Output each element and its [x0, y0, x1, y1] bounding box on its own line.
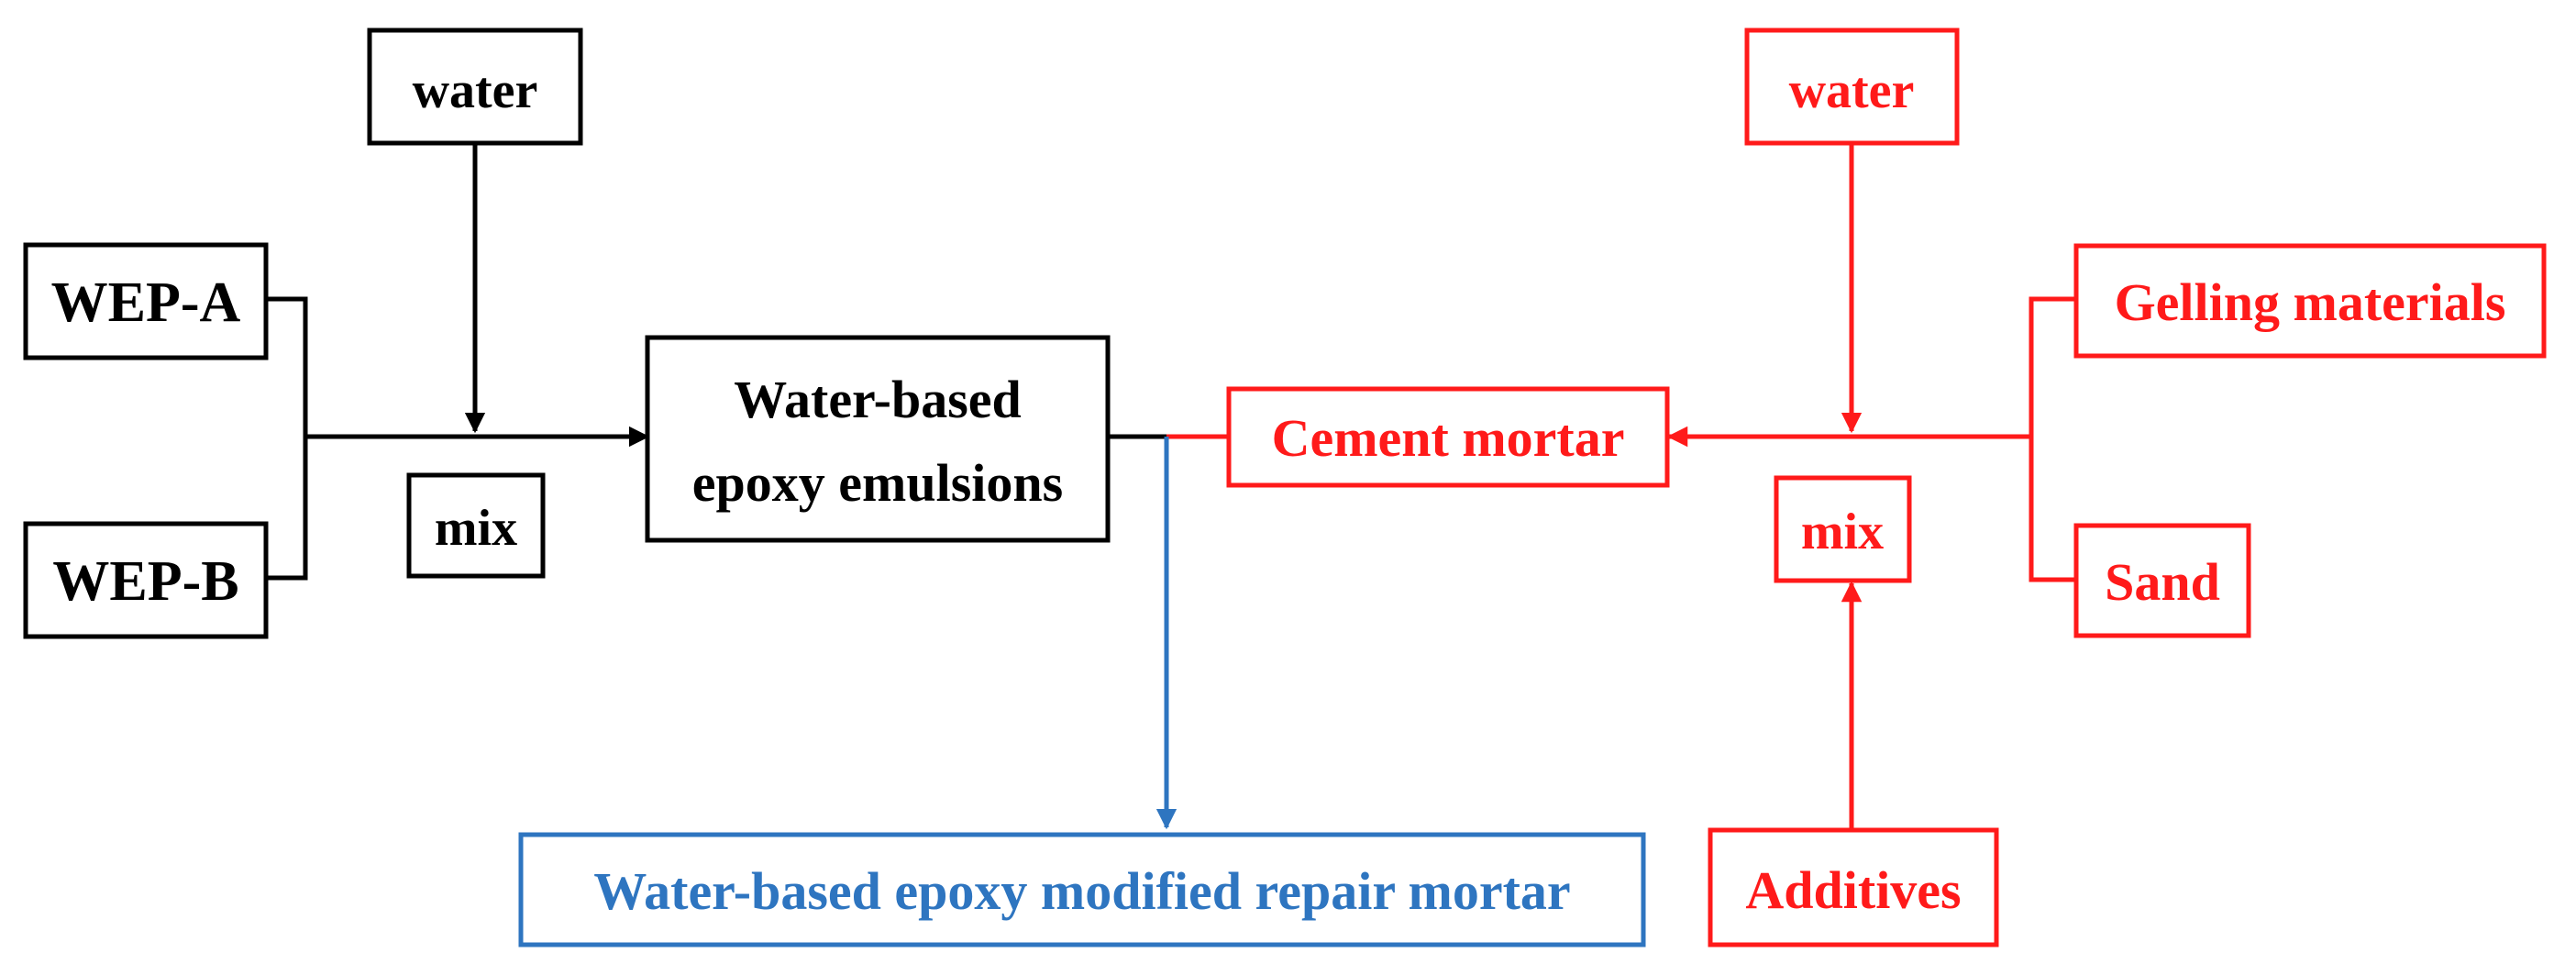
- box-wep-b: WEP-B: [23, 521, 269, 639]
- box-water-right: water: [1744, 28, 1960, 146]
- wep-b-label: WEP-B: [52, 550, 238, 613]
- box-wep-a: WEP-A: [23, 242, 269, 360]
- box-sand: Sand: [2073, 523, 2251, 638]
- water-right-label: water: [1789, 62, 1915, 119]
- box-cement-mortar: Cement mortar: [1226, 386, 1670, 488]
- wep-a-connector: [266, 296, 308, 581]
- box-mix-left: mix: [406, 472, 546, 579]
- sand-label: Sand: [2105, 552, 2220, 612]
- emulsion-label-line2: epoxy emulsions: [692, 453, 1063, 513]
- emulsion-label-line1: Water-based: [734, 370, 1022, 429]
- left-connectors: [266, 143, 1166, 581]
- wep-a-label: WEP-A: [51, 271, 241, 334]
- box-emulsion: Water-based epoxy emulsions: [645, 335, 1111, 543]
- box-repair-mortar: Water-based epoxy modified repair mortar: [518, 832, 1646, 947]
- gelling-sand-connector: [2029, 296, 2076, 582]
- mix-left-label: mix: [435, 500, 517, 557]
- additives-label: Additives: [1745, 860, 1961, 920]
- box-additives: Additives: [1708, 827, 1999, 947]
- box-mix-right: mix: [1774, 475, 1912, 583]
- right-connectors: [1166, 143, 2076, 828]
- box-gelling-materials: Gelling materials: [2073, 243, 2547, 359]
- cement-mortar-label: Cement mortar: [1272, 408, 1625, 468]
- repair-mortar-label: Water-based epoxy modified repair mortar: [593, 861, 1570, 921]
- gelling-materials-label: Gelling materials: [2115, 272, 2506, 332]
- box-water-left: water: [367, 28, 583, 146]
- water-left-label: water: [413, 62, 538, 119]
- mix-right-label: mix: [1801, 504, 1884, 560]
